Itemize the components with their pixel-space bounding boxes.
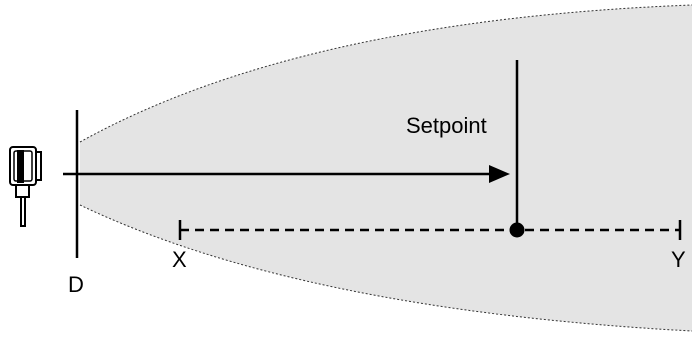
x-label: X <box>172 247 187 272</box>
proximity-sensor-icon <box>9 146 42 227</box>
setpoint-marker-dot <box>509 222 525 238</box>
d-label: D <box>68 272 84 297</box>
y-label: Y <box>671 247 686 272</box>
distance-arrow-head <box>489 165 510 183</box>
beam-lower-edge <box>79 204 692 332</box>
beam-upper-edge <box>79 4 692 143</box>
setpoint-label: Setpoint <box>406 113 487 138</box>
detection-beam-area <box>80 5 692 331</box>
